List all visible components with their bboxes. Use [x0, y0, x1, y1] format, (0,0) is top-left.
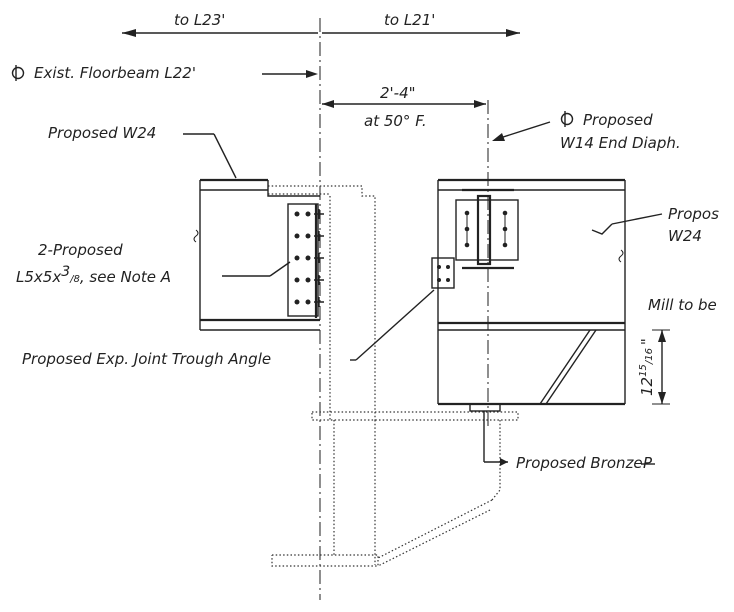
left-w24-beam: [193, 178, 320, 331]
bolt-group-left: [294, 209, 324, 307]
cl-proposed-line2: W14 End Diaph.: [560, 134, 681, 152]
cl-exist-floorbeam-text: Exist. Floorbeam L22': [34, 64, 196, 82]
label-proposed-w24-right: Propos W24: [591, 205, 719, 245]
dimension-2ft-4in: 2'-4" at 50° F.: [322, 84, 486, 130]
existing-floorbeam-dotted: [268, 185, 519, 567]
angles-line1: 2-Proposed: [38, 241, 123, 259]
proposed-w24-right-line1: Propos: [668, 205, 719, 223]
label-exp-joint-trough-angle: Proposed Exp. Joint Trough Angle: [22, 289, 435, 368]
mill-note: Mill to be: [648, 296, 717, 314]
centerline-symbol: [560, 111, 574, 127]
end-diaphragm-connection: [455, 188, 519, 270]
dimension-temperature: at 50° F.: [364, 112, 427, 130]
plate-symbol: P: [641, 454, 655, 472]
label-to-l21: to L21': [384, 11, 435, 29]
angles-line2: L5x5x3/8, see Note A: [16, 264, 171, 286]
label-cl-exist-floorbeam: Exist. Floorbeam L22': [11, 64, 318, 82]
dimension-height: 1215/16": [638, 329, 670, 405]
label-proposed-angles: 2-Proposed L5x5x3/8, see Note A: [16, 241, 291, 286]
svg-text:P: P: [643, 454, 653, 472]
dimension-value: 2'-4": [380, 84, 416, 102]
label-cl-proposed-end-diaph: Proposed W14 End Diaph.: [492, 111, 681, 152]
height-dim-text: 1215/16": [638, 338, 656, 396]
proposed-w24-right-line2: W24: [668, 227, 702, 245]
exp-joint-text: Proposed Exp. Joint Trough Angle: [22, 350, 271, 368]
expansion-joint-trough-angle: [431, 257, 455, 289]
proposed-w24-left-text: Proposed W24: [48, 124, 156, 142]
centerline-symbol: [11, 65, 25, 81]
top-dimension-arrows: to L23' to L21': [122, 11, 520, 37]
bronze-plate-text: Proposed Bronze: [516, 454, 643, 472]
cl-proposed-line1: Proposed: [583, 111, 653, 129]
label-to-l23: to L23': [174, 11, 225, 29]
bronze-plate: Proposed Bronze P: [469, 403, 655, 472]
label-proposed-w24-left: Proposed W24: [48, 124, 237, 179]
left-connection-angles: [287, 203, 324, 318]
